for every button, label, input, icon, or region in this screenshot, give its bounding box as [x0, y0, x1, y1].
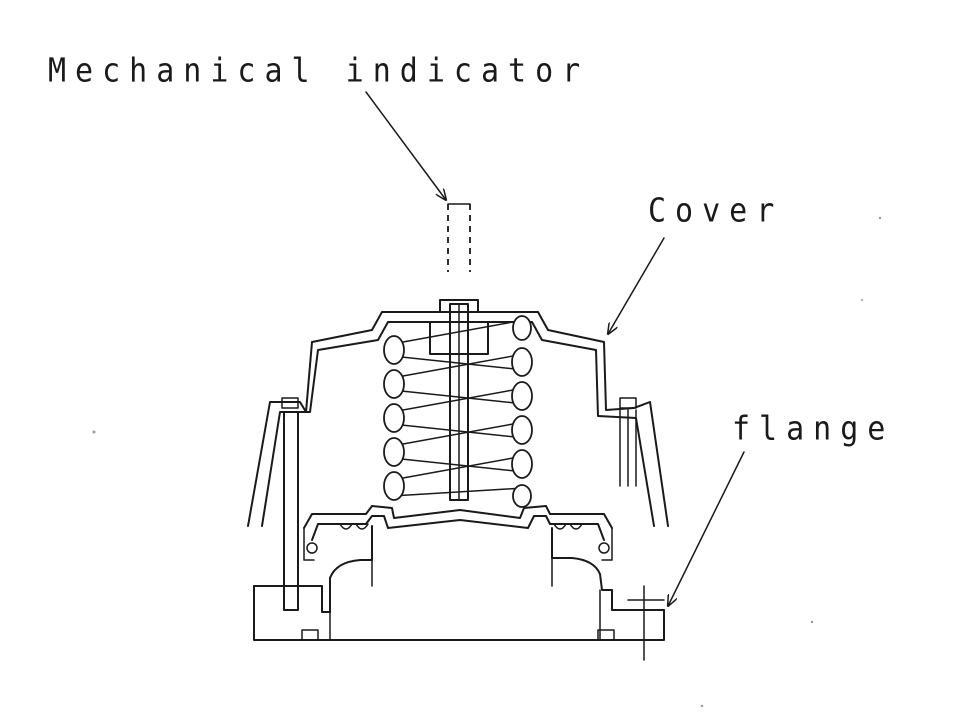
cover-label: Cover — [648, 192, 784, 231]
left-mounting-stud — [283, 411, 299, 611]
flange-label: flange — [732, 410, 895, 449]
cover — [247, 311, 669, 527]
cover-leader-line — [608, 237, 665, 334]
flange-leader-line — [668, 451, 745, 606]
mechanical-indicator — [447, 203, 471, 272]
flange-base — [253, 525, 665, 661]
diaphragm — [303, 505, 613, 561]
scan-specks — [92, 216, 882, 708]
mechanical-indicator-label: Mechanical indicator — [48, 52, 590, 91]
indicator-leader-line — [365, 91, 446, 200]
spring — [383, 315, 533, 508]
central-stem — [449, 303, 469, 501]
